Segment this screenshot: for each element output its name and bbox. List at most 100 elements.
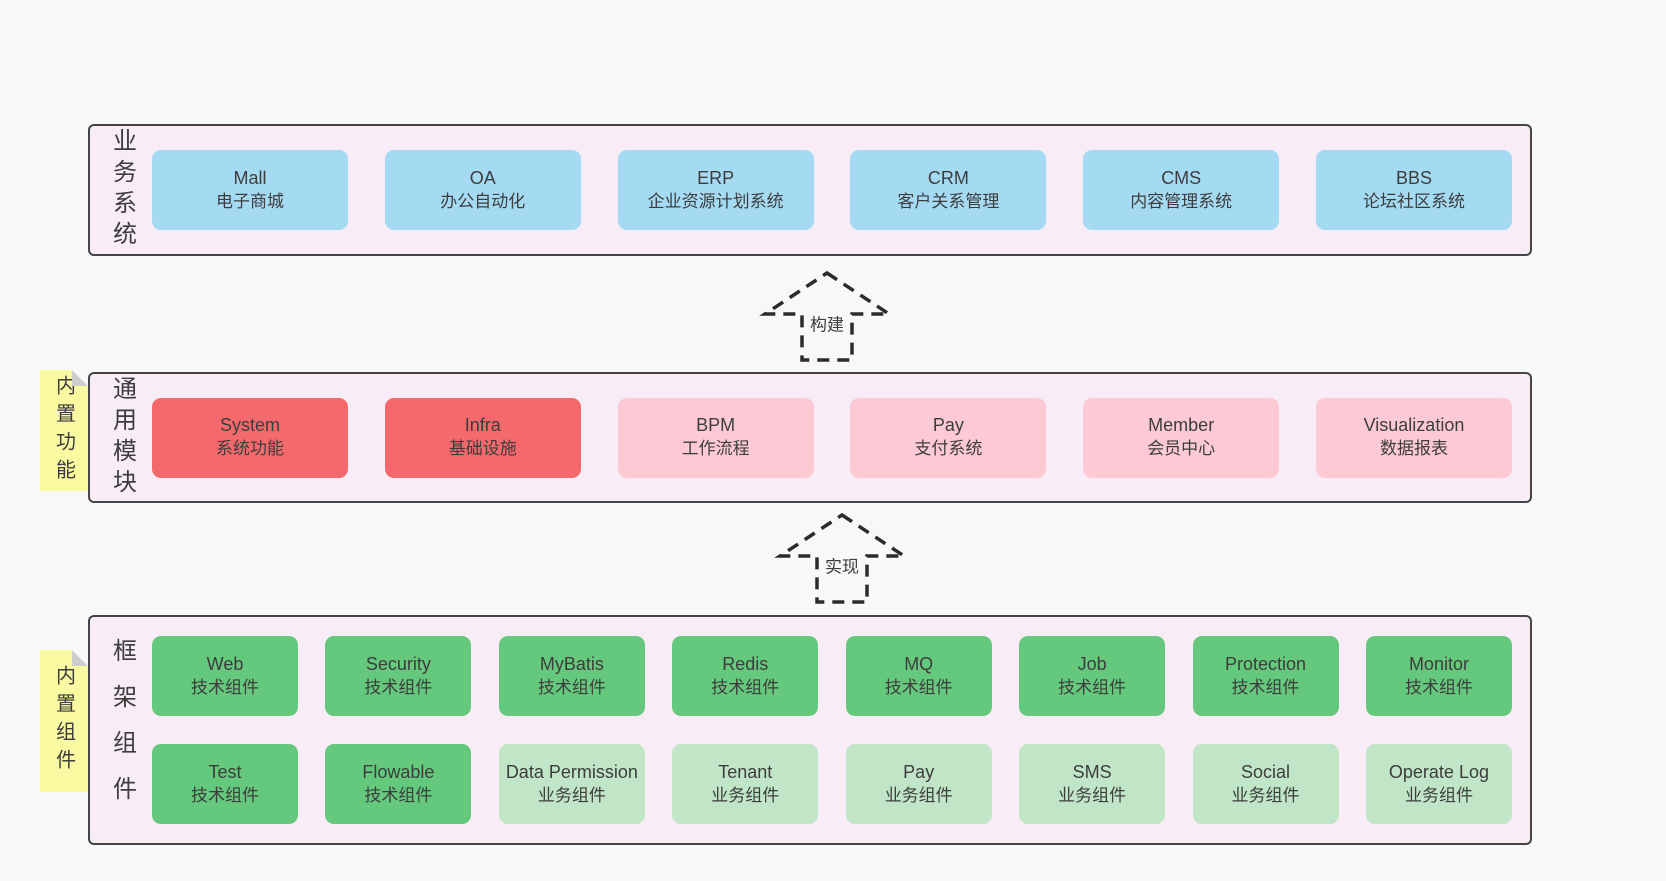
component-title: Web [206, 653, 244, 674]
component-box-bpm: BPM 工作流程 [617, 397, 814, 478]
component-subtitle: 技术组件 [711, 677, 780, 697]
component-box-data-permission: Data Permission 业务组件 [498, 744, 645, 824]
component-subtitle: 业务组件 [1231, 785, 1300, 805]
component-subtitle: 支付系统 [914, 439, 983, 459]
dashed-up-arrow-icon [774, 512, 910, 604]
component-box-sms: SMS 业务组件 [1019, 744, 1166, 824]
component-title: CMS [1161, 167, 1202, 188]
component-subtitle: 技术组件 [537, 677, 606, 697]
band-rows: System 系统功能 Infra 基础设施 BPM 工作流程 Pay 支付系统 Member 会… [152, 374, 1512, 501]
component-subtitle: 技术组件 [1058, 677, 1127, 697]
component-subtitle: 论坛社区系统 [1362, 191, 1465, 211]
sticky-note-label: 内置组件 [52, 665, 75, 777]
component-title: Security [365, 653, 431, 674]
component-box-redis: Redis 技术组件 [672, 636, 819, 716]
component-box-flowable: Flowable 技术组件 [325, 744, 472, 824]
component-subtitle: 技术组件 [364, 677, 433, 697]
dashed-up-arrow-icon [759, 270, 895, 362]
component-title: Member [1148, 415, 1215, 436]
component-subtitle: 业务组件 [1404, 785, 1473, 805]
component-subtitle: 内容管理系统 [1130, 191, 1233, 211]
component-box-test: Test 技术组件 [152, 744, 298, 824]
component-subtitle: 数据报表 [1379, 439, 1448, 459]
component-subtitle: 技术组件 [191, 677, 259, 697]
component-box-crm: CRM 客户关系管理 [850, 150, 1047, 230]
arrow-label-implement: 实现 [822, 551, 862, 579]
component-box-system: System 系统功能 [152, 397, 348, 478]
component-row: System 系统功能 Infra 基础设施 BPM 工作流程 Pay 支付系统 Member 会… [152, 397, 1512, 478]
component-title: Test [208, 761, 242, 782]
component-box-bbs: BBS 论坛社区系统 [1315, 150, 1512, 230]
component-subtitle: 系统功能 [216, 439, 284, 459]
band-label-common-modules: 通用模块 [108, 375, 136, 500]
component-title: ERP [697, 167, 735, 188]
band-label-framework-components: 框架组件 [108, 638, 136, 822]
component-box-infra: Infra 基础设施 [384, 397, 581, 478]
component-title: Pay [903, 761, 935, 782]
component-subtitle: 客户关系管理 [897, 191, 1000, 211]
component-title: Monitor [1408, 653, 1469, 674]
component-subtitle: 办公自动化 [440, 191, 526, 211]
arrow-label-build: 构建 [807, 309, 847, 337]
sticky-note-built-in-features: 内置功能 [40, 370, 88, 491]
component-title: Operate Log [1388, 761, 1489, 782]
component-title: CRM [927, 167, 969, 188]
component-box-mybatis: MyBatis 技术组件 [498, 636, 645, 716]
component-subtitle: 工作流程 [681, 439, 750, 459]
component-title: Redis [722, 653, 769, 674]
component-box-visualization: Visualization 数据报表 [1315, 397, 1512, 478]
band-common-modules: 通用模块 System 系统功能 Infra 基础设施 BPM 工作流程 Pay 支付系统 Me… [88, 372, 1532, 503]
component-subtitle: 技术组件 [191, 785, 259, 805]
arrow-build: 构建 [757, 268, 897, 366]
component-box-erp: ERP 企业资源计划系统 [617, 150, 814, 230]
component-box-security: Security 技术组件 [325, 636, 472, 716]
component-title: Data Permission [505, 761, 638, 782]
component-title: OA [469, 167, 496, 188]
band-label-business-systems: 业务系统 [108, 128, 136, 252]
component-title: BBS [1395, 167, 1432, 188]
component-title: Flowable [362, 761, 435, 782]
component-title: Job [1077, 653, 1107, 674]
component-box-social: Social 业务组件 [1192, 744, 1339, 824]
component-subtitle: 基础设施 [448, 439, 517, 459]
component-box-cms: CMS 内容管理系统 [1083, 150, 1280, 230]
component-title: MyBatis [539, 653, 604, 674]
component-title: SMS [1072, 761, 1112, 782]
component-title: Protection [1225, 653, 1307, 674]
component-box-pay: Pay 支付系统 [850, 397, 1047, 478]
component-subtitle: 技术组件 [364, 785, 433, 805]
component-subtitle: 技术组件 [884, 677, 953, 697]
component-title: Social [1241, 761, 1291, 782]
sticky-note-label: 内置功能 [52, 374, 75, 487]
component-box-oa: OA 办公自动化 [384, 150, 581, 230]
component-title: System [219, 415, 280, 436]
component-title: Visualization [1363, 415, 1465, 436]
component-box-web: Web 技术组件 [152, 636, 298, 716]
component-title: BPM [696, 415, 736, 436]
component-box-operate-log: Operate Log 业务组件 [1365, 744, 1512, 824]
component-title: MQ [904, 653, 934, 674]
component-subtitle: 业务组件 [537, 785, 606, 805]
component-title: Mall [233, 167, 267, 188]
component-subtitle: 技术组件 [1404, 677, 1473, 697]
component-subtitle: 企业资源计划系统 [647, 191, 784, 211]
component-subtitle: 业务组件 [1058, 785, 1127, 805]
component-subtitle: 会员中心 [1147, 439, 1216, 459]
arrow-implement: 实现 [772, 510, 912, 608]
component-box-member: Member 会员中心 [1083, 397, 1280, 478]
component-box-monitor: Monitor 技术组件 [1365, 636, 1512, 716]
folded-corner-icon [72, 650, 88, 666]
component-title: Pay [932, 415, 964, 436]
folded-corner-icon [72, 370, 88, 386]
component-title: Infra [464, 415, 501, 436]
component-box-mq: MQ 技术组件 [845, 636, 992, 716]
